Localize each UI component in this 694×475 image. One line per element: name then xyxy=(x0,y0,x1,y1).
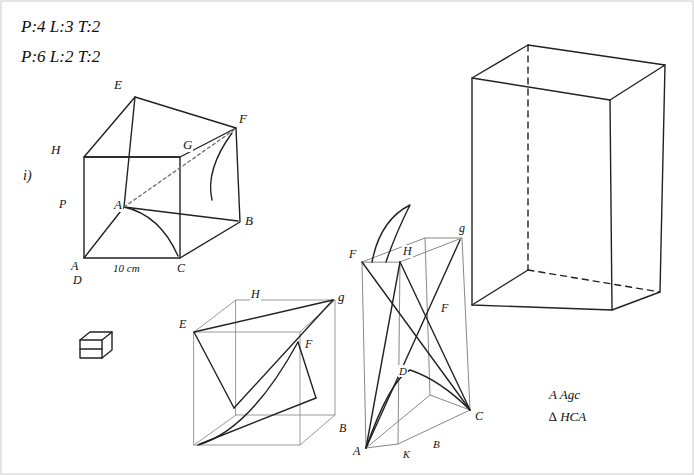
vertex-label: P:4 L:3 T:2 xyxy=(20,18,101,37)
vertex-label: C xyxy=(176,262,186,275)
vertex-label: g xyxy=(337,290,346,304)
vertex-label: D xyxy=(72,274,83,287)
vertex-label: E xyxy=(113,78,123,92)
vertex-label: P xyxy=(58,198,67,211)
vertex-label: B xyxy=(338,422,347,435)
vertex-label: P:6 L:2 T:2 xyxy=(20,48,101,67)
vertex-label: H xyxy=(402,245,413,258)
vertex-label: ∆ HCA xyxy=(548,410,587,424)
vertex-label: H xyxy=(50,143,61,157)
vertex-label: E xyxy=(178,318,187,331)
vertex-label: C xyxy=(474,410,484,423)
vertex-label: F xyxy=(238,112,248,126)
vertex-label: D xyxy=(398,365,408,377)
vertex-label: g xyxy=(458,222,466,235)
vertex-label: B xyxy=(432,438,441,450)
vertex-label: A xyxy=(70,260,79,273)
vertex-label: A xyxy=(352,445,361,458)
vertex-label: 10 cm xyxy=(112,262,141,274)
vertex-label: H xyxy=(250,288,261,301)
vertex-label: F xyxy=(440,302,449,315)
vertex-label: F xyxy=(304,338,313,351)
vertex-label: B xyxy=(244,214,254,228)
vertex-label: A xyxy=(113,198,123,212)
vertex-label: G xyxy=(182,138,193,152)
vertex-label: i) xyxy=(22,168,33,183)
vertex-label: A Agc xyxy=(548,388,581,402)
vertex-label: K xyxy=(402,449,411,460)
vertex-label: F xyxy=(348,248,357,261)
